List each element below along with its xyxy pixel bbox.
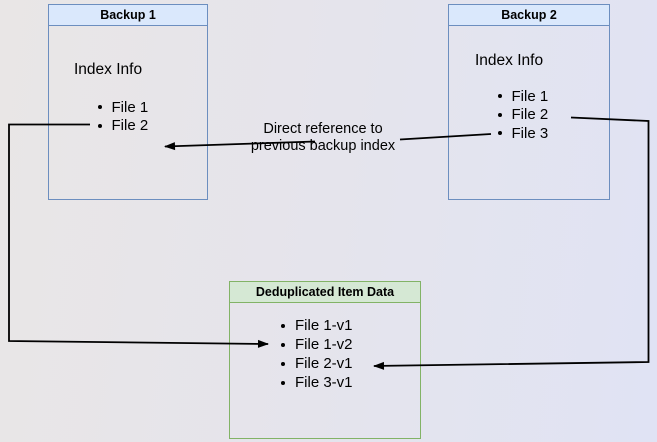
dedup-store-title: Deduplicated Item Data <box>255 285 395 299</box>
list-item: File 2 <box>498 106 549 125</box>
backup1-index-info-label: Index Info <box>74 61 143 78</box>
backup1-file-list: File 1 File 2 <box>98 98 149 135</box>
dedup-store-box: Deduplicated Item Data File 1-v1 File 1-… <box>229 281 421 439</box>
backup2-index-info-label: Index Info <box>475 52 544 69</box>
dedup-store-header: Deduplicated Item Data <box>230 282 420 303</box>
dedup-file-list: File 1-v1 File 1-v2 File 2-v1 File 3-v1 <box>281 316 353 392</box>
backup1-box: Backup 1 Index Info File 1 File 2 <box>48 4 208 200</box>
arrow-backup1-file1-to-dedup <box>8 123 269 348</box>
backup1-header: Backup 1 <box>49 5 207 26</box>
direct-reference-annotation: Direct reference to previous backup inde… <box>236 121 410 155</box>
backup1-title: Backup 1 <box>100 8 156 22</box>
list-item: File 1-v2 <box>281 335 353 354</box>
list-item: File 1 <box>498 87 549 106</box>
arrow-backup2-file2-reference-left-segment <box>164 140 316 151</box>
backup2-box: Backup 2 Index Info File 1 File 2 File 3 <box>448 4 610 200</box>
list-item: File 1 <box>98 98 149 117</box>
annotation-line1: Direct reference to <box>263 121 383 137</box>
list-item: File 2 <box>98 117 149 136</box>
annotation-line2: previous backup index <box>250 138 396 154</box>
backup2-header: Backup 2 <box>449 5 609 26</box>
backup2-file-list: File 1 File 2 File 3 <box>498 87 549 143</box>
list-item: File 2-v1 <box>281 354 353 373</box>
list-item: File 3-v1 <box>281 373 353 392</box>
arrow-backup2-file2-reference-right-segment <box>399 133 492 141</box>
arrow-backup2-file1-to-dedup <box>373 116 650 370</box>
list-item: File 1-v1 <box>281 316 353 335</box>
backup2-title: Backup 2 <box>501 8 557 22</box>
list-item: File 3 <box>498 124 549 143</box>
